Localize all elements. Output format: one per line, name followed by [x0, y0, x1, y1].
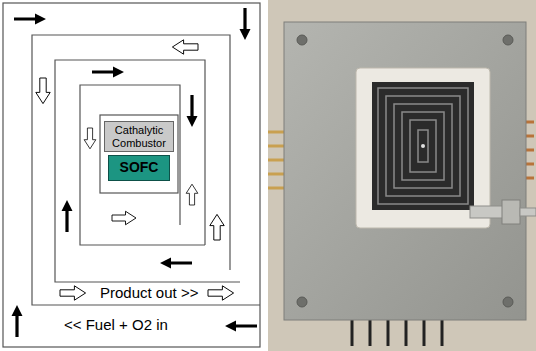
flow-arrow — [84, 128, 96, 149]
aluminium-plate — [284, 22, 526, 320]
flow-arrow — [240, 8, 251, 40]
flow-arrow — [62, 200, 73, 232]
fitting-nut — [502, 200, 520, 224]
flow-arrow — [160, 258, 192, 269]
outer-wall — [3, 3, 260, 347]
spiral-wall — [55, 60, 240, 282]
spiral-wall — [32, 35, 260, 305]
component-name: SOFC — [120, 160, 159, 175]
flow-arrow — [187, 95, 198, 127]
gas-tube — [470, 206, 504, 218]
core-frame — [100, 115, 178, 193]
flow-arrow — [172, 40, 198, 54]
flow-arrow — [210, 214, 224, 240]
ceramic-frame — [356, 68, 490, 228]
component-box: SOFC — [108, 155, 170, 181]
flow-arrow — [225, 321, 257, 332]
flow-arrow — [12, 305, 23, 337]
flow-arrow — [208, 286, 234, 300]
center-dot — [421, 144, 425, 148]
component-box: Cathalytic Combustor — [104, 121, 174, 152]
spiral-wall — [80, 85, 205, 245]
component-name: Cathalytic Combustor — [108, 124, 170, 148]
photo-background — [268, 0, 536, 351]
left-pins — [268, 132, 286, 188]
bottom-pins — [352, 318, 442, 346]
spiral-chip — [372, 82, 474, 210]
flow-arrow — [186, 184, 198, 205]
flow-arrow — [14, 14, 46, 25]
flow-label: Product out >> — [98, 284, 200, 301]
photo-spiral — [378, 88, 468, 204]
gas-tube — [520, 208, 536, 216]
flow-arrow — [60, 286, 86, 300]
flow-arrow — [112, 211, 136, 225]
screw-holes — [297, 35, 513, 307]
flow-arrow — [36, 78, 50, 104]
flow-label: << Fuel + O2 in — [62, 316, 170, 333]
flow-arrow — [92, 67, 124, 78]
